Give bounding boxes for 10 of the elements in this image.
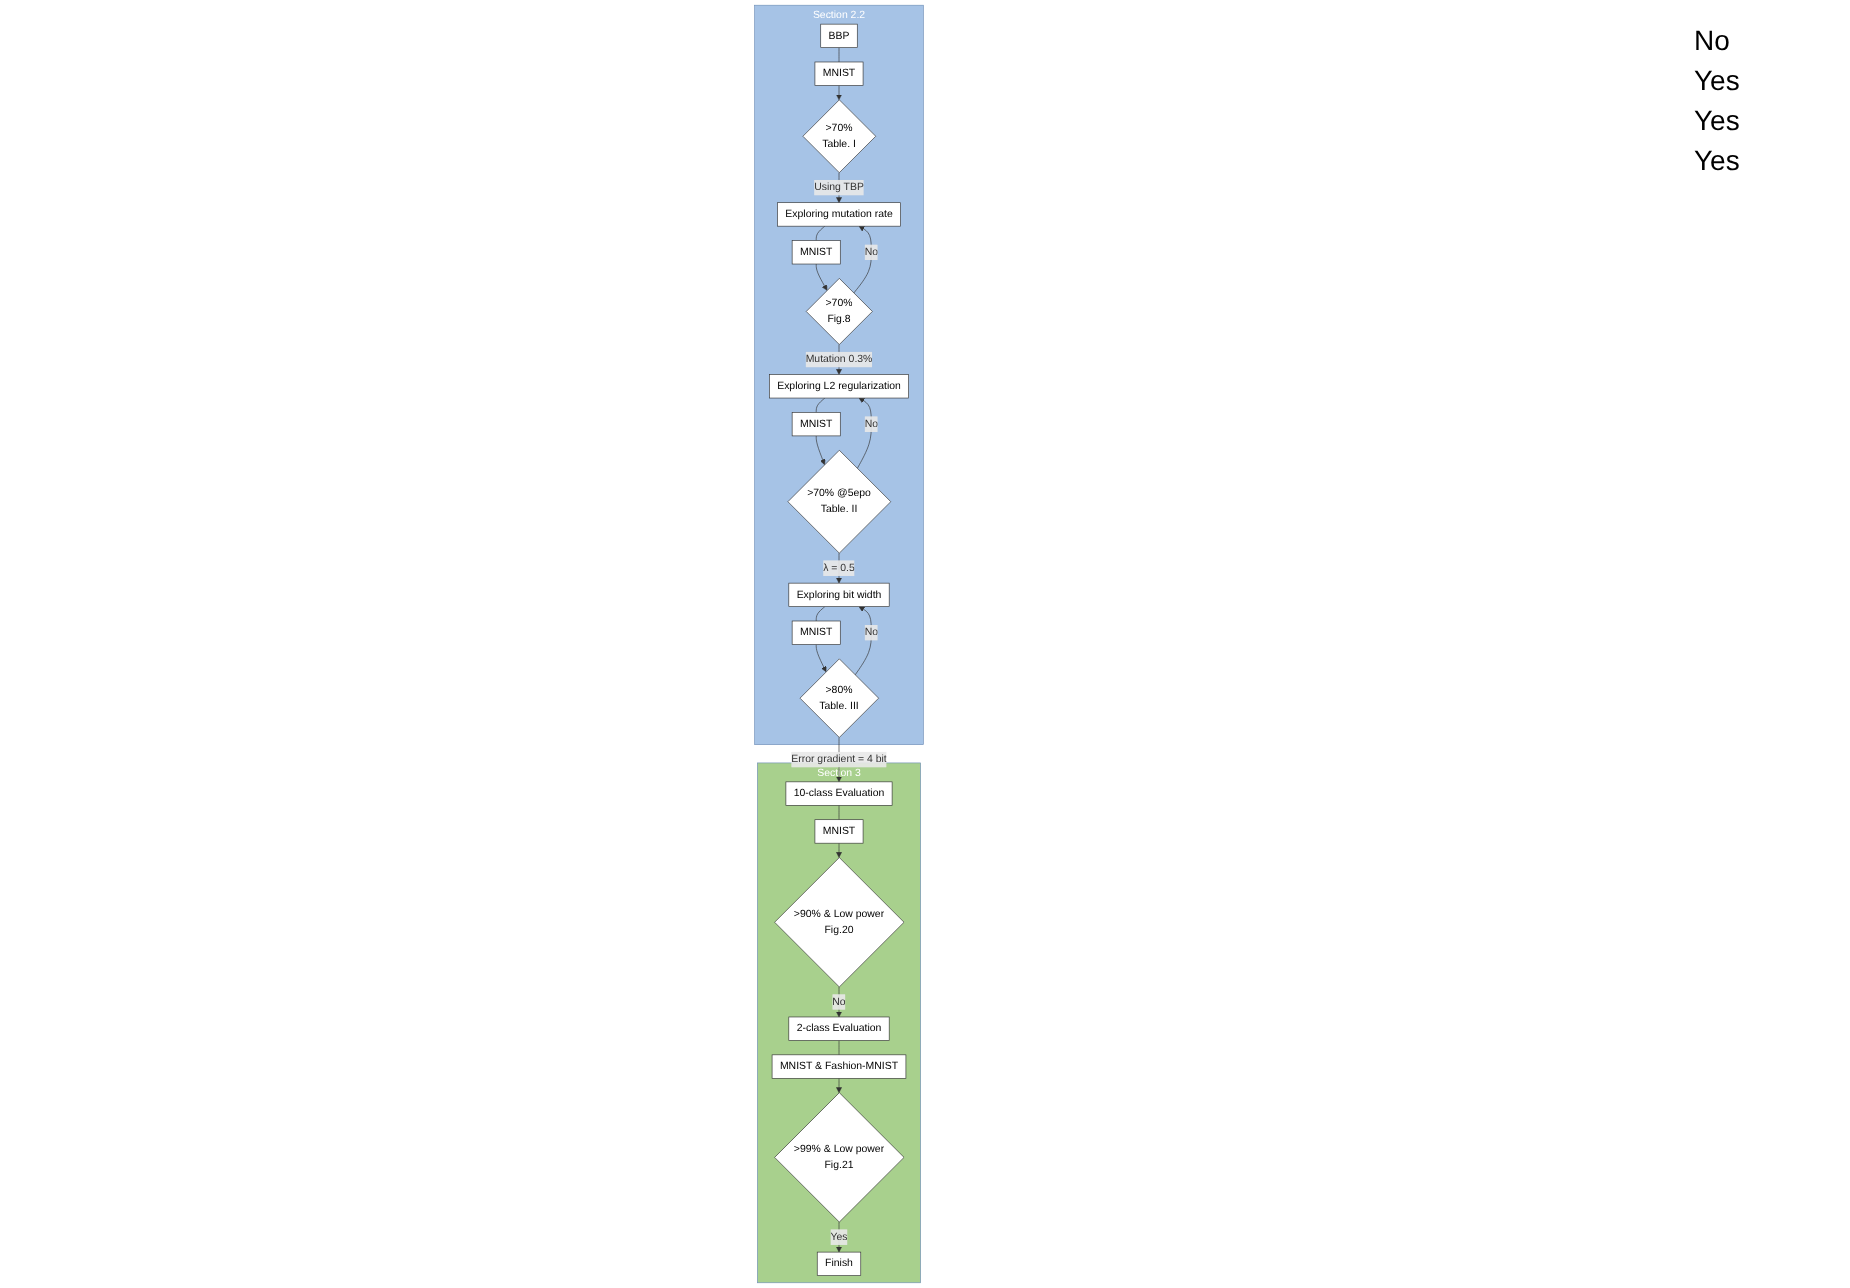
connector (838, 1040, 840, 1056)
connector (815, 225, 826, 241)
connector (838, 805, 840, 821)
note-label: No (1694, 24, 1732, 56)
note-label: Yes (1694, 64, 1742, 96)
connector (815, 606, 826, 622)
note-label: Yes (1694, 104, 1742, 136)
connector (815, 397, 826, 413)
note-label: Yes (1694, 144, 1742, 176)
connector (838, 47, 840, 63)
